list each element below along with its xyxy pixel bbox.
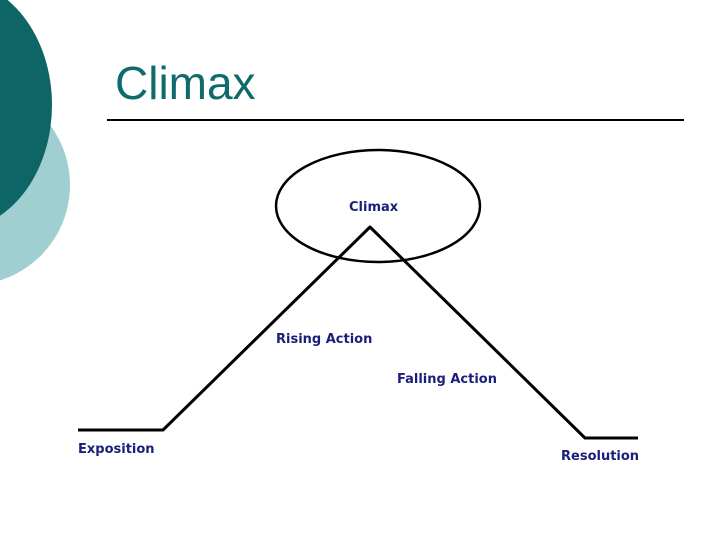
climax-label: Climax (349, 200, 399, 215)
falling-action-label: Falling Action (397, 372, 497, 387)
plot-line (78, 225, 638, 440)
slide-corner-decoration (0, 0, 70, 281)
title-divider (107, 119, 684, 121)
resolution-label: Resolution (561, 449, 639, 464)
climax-highlight-ellipse (274, 148, 482, 264)
decor-dark-circle (0, 0, 52, 216)
exposition-label: Exposition (78, 442, 155, 457)
slide-title: Climax (115, 57, 256, 109)
rising-action-label: Rising Action (276, 332, 372, 347)
